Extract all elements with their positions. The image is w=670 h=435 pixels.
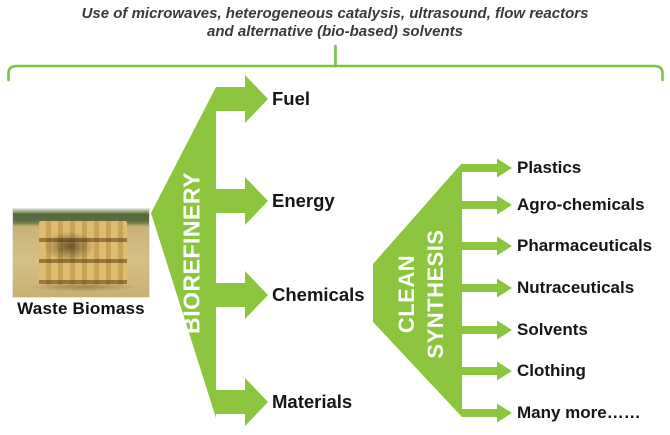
biorefinery-arrow-energy — [216, 177, 268, 225]
scope-bracket — [7, 64, 664, 82]
output-label-agro-chemicals: Agro-chemicals — [517, 195, 645, 214]
biorefinery-title: BIOREFINERY — [178, 172, 205, 334]
biorefinery-arrow-chemicals — [216, 271, 268, 319]
clean-synthesis-title: CLEAN SYNTHESIS — [392, 229, 450, 358]
waste-biomass-caption: Waste Biomass — [17, 299, 145, 318]
biorefinery-body — [151, 87, 216, 418]
biorefinery-arrow-fuel — [216, 75, 268, 123]
clean-synthesis-body — [373, 163, 462, 417]
clean-synthesis-arrow-nutraceuticals — [462, 278, 512, 298]
output-label-solvents: Solvents — [517, 320, 588, 339]
clean-synthesis-arrow-solvents — [462, 320, 512, 340]
ground-shadow — [31, 283, 135, 291]
waste-biomass-photo — [12, 208, 150, 298]
output-label-fuel: Fuel — [272, 88, 311, 109]
output-label-many-more: Many more…… — [517, 403, 641, 422]
header-note-line-1: Use of microwaves, heterogeneous catalys… — [81, 5, 589, 22]
output-label-materials: Materials — [272, 391, 353, 412]
output-label-plastics: Plastics — [517, 158, 582, 177]
clean-synthesis-arrow-pharmaceuticals — [462, 236, 512, 256]
hay-stack — [39, 221, 127, 285]
output-label-pharmaceuticals: Pharmaceuticals — [517, 236, 653, 255]
clean-synthesis-title-line-1: CLEAN — [394, 254, 419, 334]
output-label-nutraceuticals: Nutraceuticals — [517, 278, 635, 297]
output-label-clothing: Clothing — [517, 361, 586, 380]
clean-synthesis-arrow-many-more — [462, 403, 512, 423]
hay-stack-shadow — [44, 231, 96, 262]
clean-synthesis-arrow-plastics — [462, 158, 512, 178]
biorefinery-arrow-materials — [216, 378, 268, 426]
header-note: Use of microwaves, heterogeneous catalys… — [0, 5, 670, 41]
output-label-energy: Energy — [272, 190, 335, 211]
header-note-line-2: and alternative (bio-based) solvents — [207, 23, 463, 40]
clean-synthesis-arrow-agro-chemicals — [462, 195, 512, 215]
clean-synthesis-arrow-clothing — [462, 361, 512, 381]
clean-synthesis-title-line-2: SYNTHESIS — [423, 229, 448, 359]
output-label-chemicals: Chemicals — [272, 284, 365, 305]
